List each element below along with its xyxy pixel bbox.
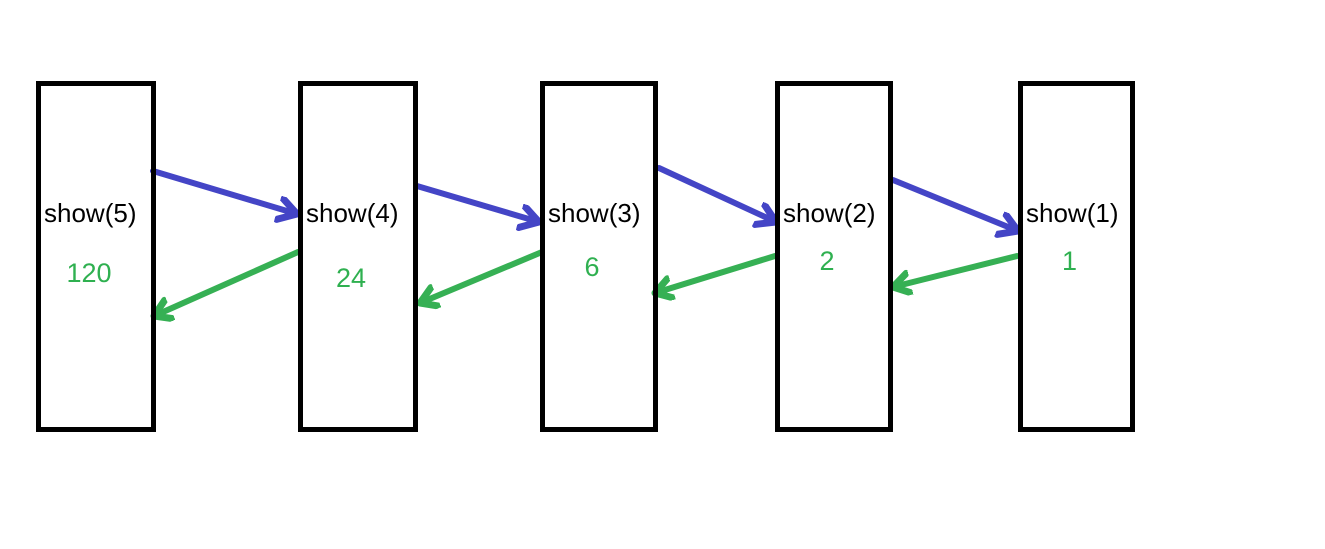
frame-box-show5: show(5) 120 [36, 81, 156, 432]
frame-label: show(5) [44, 198, 137, 228]
frame-value: 120 [66, 258, 112, 288]
return-arrow-show4-to-show5 [154, 249, 301, 316]
call-arrow-show4-to-show3 [414, 183, 539, 222]
frame-box-show4: show(4) 24 [298, 81, 418, 432]
frame-box-show3: show(3) 6 [540, 81, 658, 432]
frame-box-show1: show(1) 1 [1018, 81, 1135, 432]
call-arrow-show5-to-show4 [150, 168, 297, 214]
frame-value: 2 [819, 246, 835, 276]
call-arrow-show2-to-show1 [890, 177, 1018, 231]
frame-box-show2: show(2) 2 [775, 81, 893, 432]
frame-label: show(1) [1026, 198, 1119, 228]
return-arrow-show2-to-show3 [655, 253, 778, 293]
frame-value: 6 [584, 252, 600, 282]
frame-value: 24 [335, 263, 367, 293]
return-arrow-show1-to-show2 [893, 253, 1020, 287]
frame-label: show(4) [306, 198, 399, 228]
call-arrow-show3-to-show2 [656, 165, 776, 222]
frame-value: 1 [1061, 246, 1078, 276]
frame-label: show(3) [548, 198, 641, 228]
return-arrow-show3-to-show4 [420, 249, 545, 303]
frame-label: show(2) [783, 198, 876, 228]
